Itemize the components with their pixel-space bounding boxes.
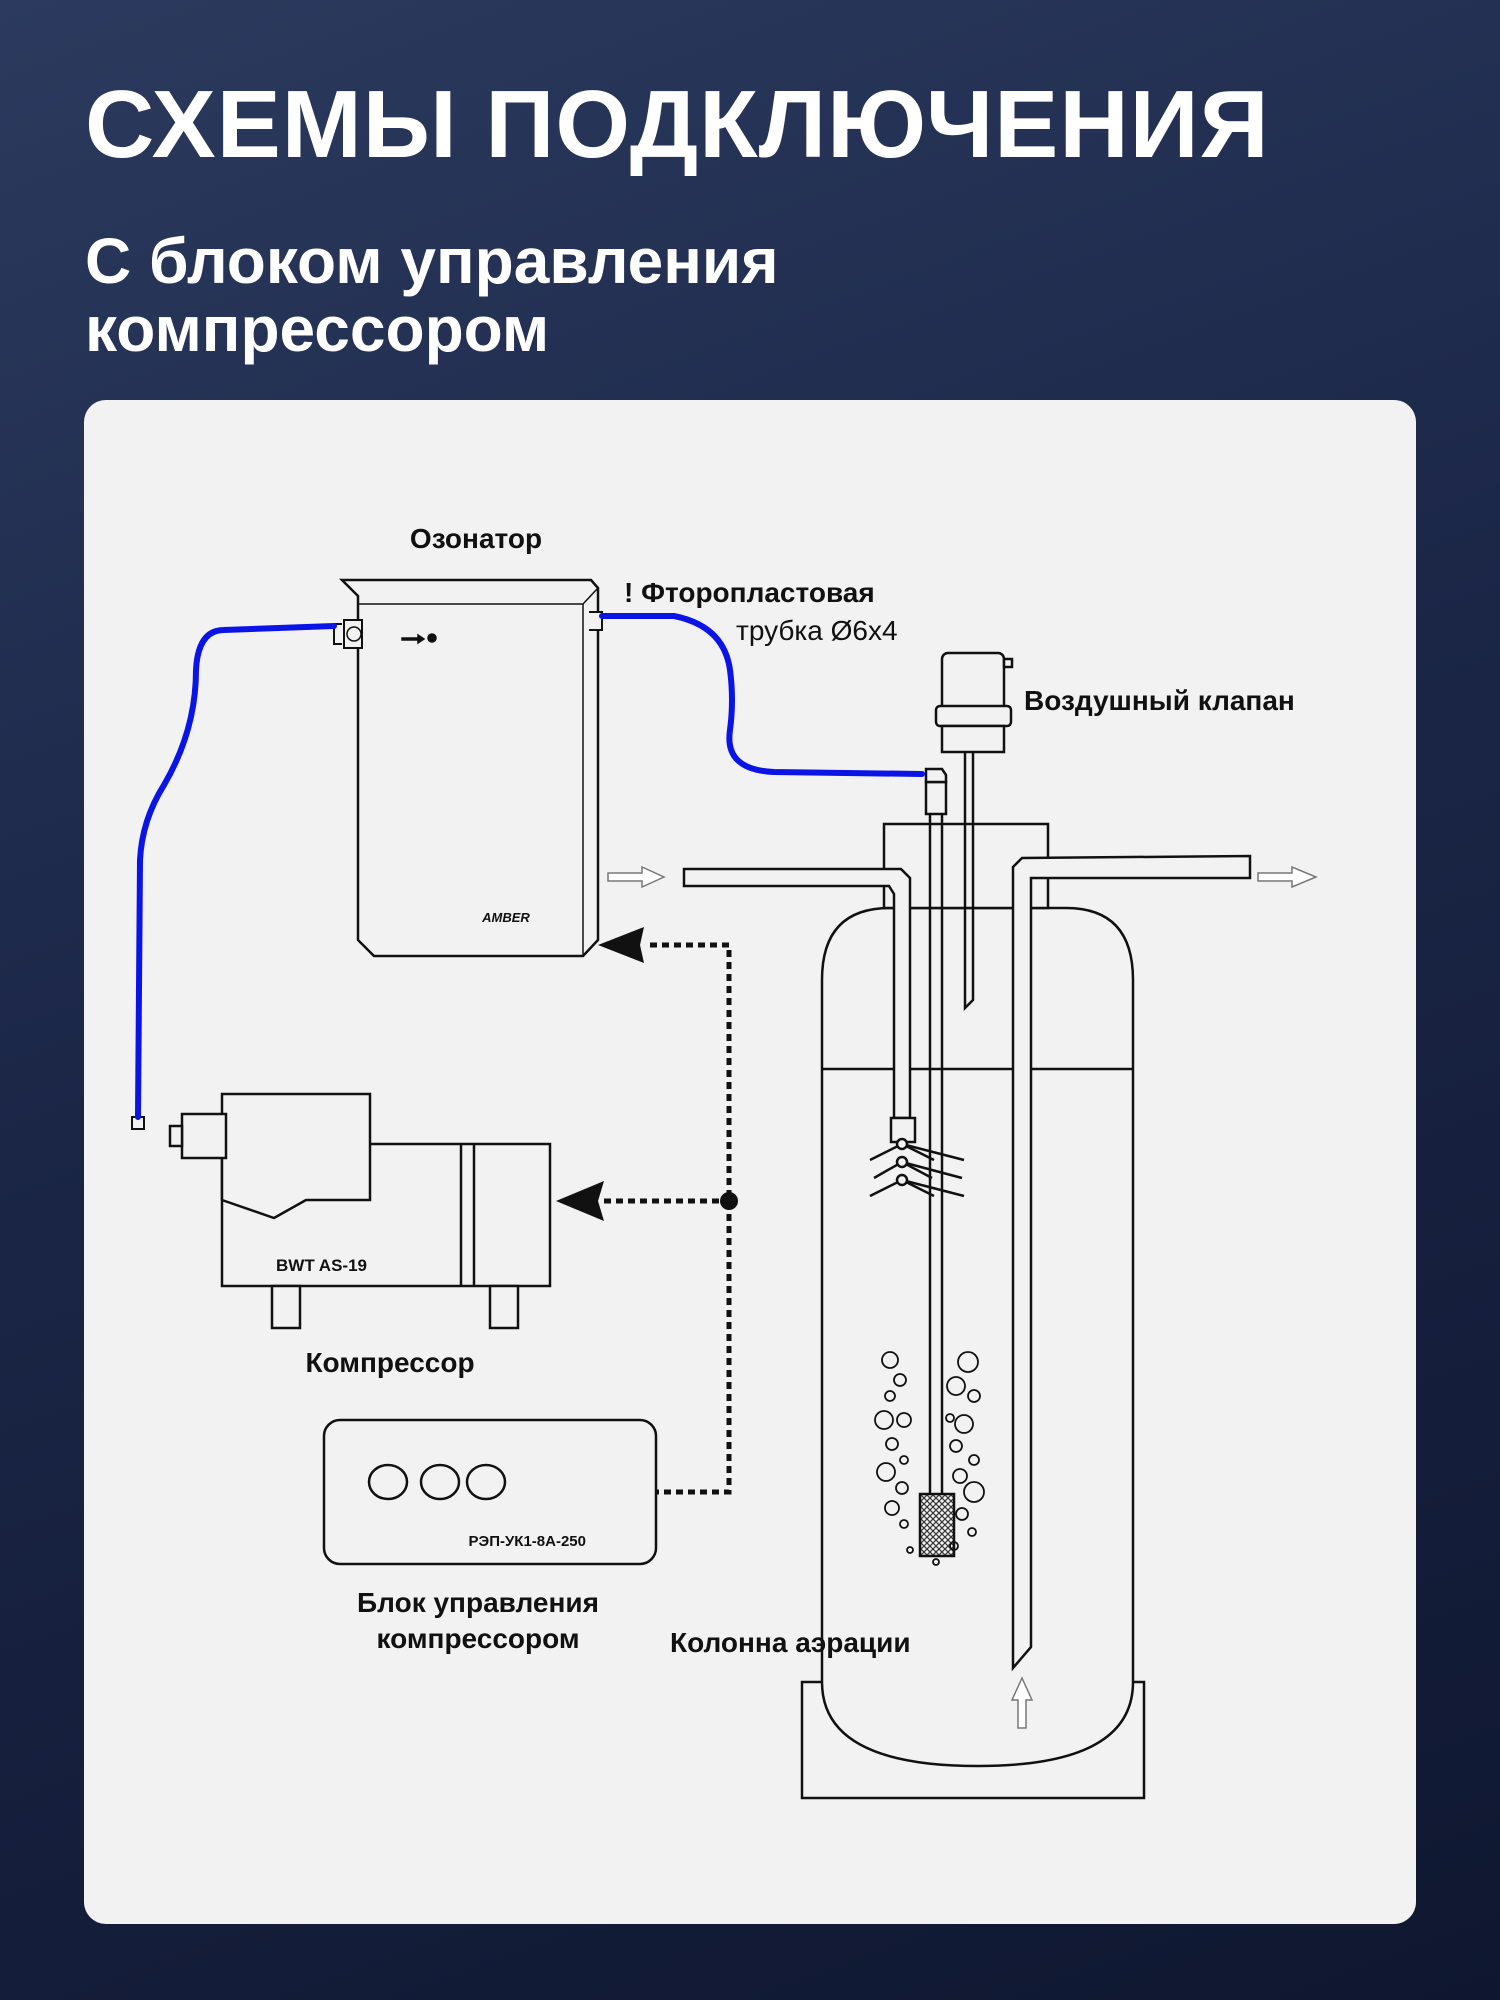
- tube-ozonator-to-column: [599, 613, 925, 777]
- controller-label-line1: Блок управления: [357, 1587, 599, 1618]
- controller-model: РЭП-УК1-8А-250: [469, 1533, 586, 1550]
- air-valve-label: Воздушный клапан: [1024, 685, 1295, 716]
- compressor-outlet-nipple: [168, 1124, 184, 1148]
- arrowhead-to-ozonator: [598, 927, 644, 963]
- signal-line-to-ozonator: [650, 942, 732, 1495]
- inlet-arrow: [607, 865, 666, 889]
- arrowhead-to-compressor: [556, 1181, 604, 1221]
- column-label: Колонна аэрации: [670, 1627, 911, 1658]
- ozonator-outlet-fitting: [589, 611, 603, 631]
- compressor-outlet-block: [180, 1112, 228, 1160]
- tube-note-spec: трубка Ø6x4: [736, 615, 898, 646]
- ozone-fitting: [924, 780, 948, 816]
- compressor-top-unit: [220, 1092, 372, 1220]
- air-valve-collar: [934, 704, 1013, 728]
- signal-junction: [720, 1192, 738, 1210]
- upflow-arrow: [1010, 1676, 1034, 1729]
- controller-label-line2: компрессором: [376, 1623, 579, 1654]
- air-valve-nub: [1002, 657, 1014, 669]
- ozonator-inlet-fitting: [333, 619, 363, 649]
- compressor: [131, 1092, 552, 1330]
- ozone-fitting-elbow: [924, 767, 948, 784]
- control-signal-lines: [604, 942, 732, 1495]
- ozonator-label: Озонатор: [410, 523, 542, 554]
- compressor-foot-left: [270, 1284, 302, 1330]
- controller-indicator-3: [465, 1463, 507, 1501]
- outlet-pipe: [1011, 854, 1252, 1672]
- tube-note-bold: ! Фторопластовая: [624, 577, 875, 608]
- aeration-column: [607, 651, 1318, 1800]
- controller-indicator-1: [367, 1463, 409, 1501]
- compressor-foot-right: [488, 1284, 520, 1330]
- fluoroplastic-tubing: [135, 613, 925, 1120]
- page-title: СХЕМЫ ПОДКЛЮЧЕНИЯ: [85, 71, 1270, 178]
- ozonator-brand: AMBER: [481, 910, 530, 925]
- air-valve-stem: [963, 752, 975, 1012]
- outlet-arrow: [1257, 865, 1318, 889]
- air-valve-skirt: [940, 724, 1006, 754]
- diffuser: [918, 1492, 956, 1558]
- page-subtitle: С блоком управления компрессором: [85, 225, 779, 365]
- compressor-model: BWT AS-19: [276, 1256, 367, 1275]
- compressor-label: Компрессор: [305, 1347, 474, 1378]
- diagram-card: AMBER РЭП-УК1-8А-250: [84, 400, 1416, 1924]
- air-bubbles: [874, 1351, 985, 1566]
- ozonator-flow-icon: [401, 633, 437, 645]
- controller-indicator-2: [419, 1463, 461, 1501]
- ozonator: [333, 578, 603, 958]
- connection-diagram: AMBER РЭП-УК1-8А-250: [131, 523, 1318, 1800]
- tube-compressor-to-ozonator: [135, 623, 337, 1120]
- ozonator-body: [338, 578, 600, 958]
- nozzle-spikes: [869, 1137, 965, 1198]
